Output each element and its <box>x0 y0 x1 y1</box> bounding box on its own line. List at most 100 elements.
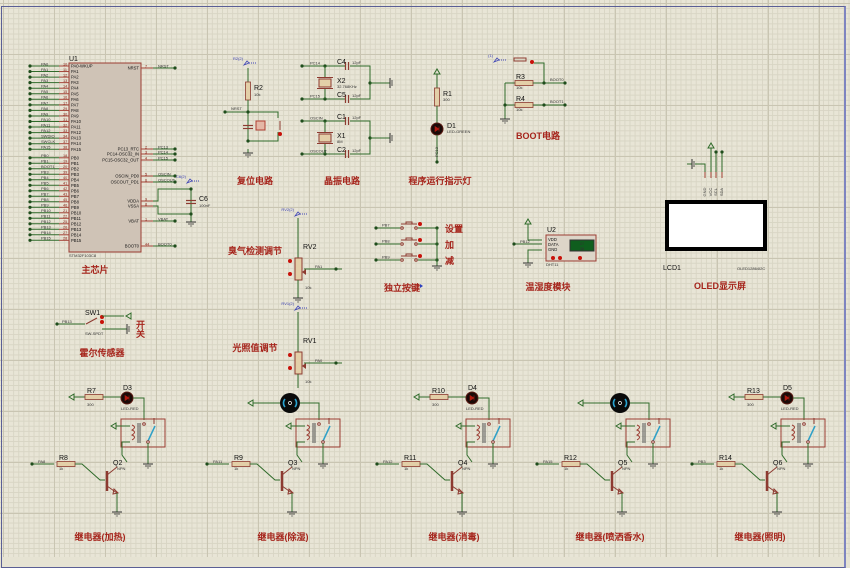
ground-icon <box>385 78 393 88</box>
pin-number: 44 <box>145 242 149 246</box>
switch-contact <box>414 258 418 262</box>
dht-part: DHT11 <box>546 262 559 267</box>
resistor-body[interactable] <box>84 394 104 400</box>
junction-dot <box>173 174 177 178</box>
junction-dot <box>28 167 32 171</box>
wire <box>296 441 305 463</box>
wire <box>466 441 475 463</box>
junction-dot <box>28 81 32 85</box>
cap-ref: C6 <box>199 196 208 203</box>
resistor-body[interactable] <box>429 394 449 400</box>
key-button[interactable] <box>401 221 417 225</box>
relay-body[interactable] <box>295 418 341 448</box>
relay-coil <box>475 424 480 441</box>
fan-motor-icon[interactable] <box>280 393 300 413</box>
relay-body[interactable] <box>465 418 511 448</box>
wiper-arrow <box>302 269 306 275</box>
wire <box>527 249 542 259</box>
oled-screen[interactable] <box>665 200 767 251</box>
crystal-body[interactable] <box>318 133 332 143</box>
pin-number: 43 <box>63 193 67 197</box>
relay-contact <box>146 440 150 444</box>
junction-dot <box>28 178 32 182</box>
reset-button[interactable] <box>255 120 266 131</box>
junction-dot <box>173 147 177 151</box>
probe-icon[interactable] <box>492 57 500 63</box>
wire <box>350 83 371 100</box>
relay-body[interactable] <box>780 418 826 448</box>
switch-side-label: 开关 <box>135 320 145 339</box>
junction-dot <box>28 103 32 107</box>
net-label: PB9 <box>382 255 390 260</box>
transistor-value: NPN <box>777 466 786 471</box>
junction-dot <box>375 462 379 466</box>
pin-number: 12 <box>63 74 67 78</box>
fan-motor-icon[interactable] <box>610 393 630 413</box>
pin-name: PB11 <box>71 216 82 221</box>
probe-icon[interactable] <box>293 211 301 217</box>
pin-number: 18 <box>63 154 67 158</box>
pin-number: 31 <box>63 118 67 122</box>
key-button[interactable] <box>401 253 417 257</box>
transistor-value: NPN <box>117 466 126 471</box>
switch-contact <box>400 242 404 246</box>
switch-contact <box>400 226 404 230</box>
probe-icon[interactable] <box>293 305 301 311</box>
relay-contact <box>651 440 655 444</box>
relay-body[interactable] <box>625 418 671 448</box>
mcu-body[interactable] <box>68 62 142 253</box>
wire <box>527 224 542 241</box>
crystal-body[interactable] <box>318 78 332 88</box>
wire <box>630 402 650 420</box>
wire <box>350 65 371 83</box>
ground-icon <box>772 508 782 517</box>
junction-dot <box>28 108 32 112</box>
probe-icon[interactable] <box>242 60 250 66</box>
potentiometer-body[interactable] <box>294 257 303 281</box>
potentiometer-body[interactable] <box>294 351 303 375</box>
boot-switch[interactable] <box>513 57 527 62</box>
resistor-ref: R9 <box>234 455 243 462</box>
pin-name: PB8 <box>71 199 80 204</box>
ground-icon <box>243 149 253 158</box>
cap-value: 12pF <box>352 115 362 120</box>
net-label: PB0 <box>41 153 49 158</box>
key-button[interactable] <box>401 237 417 241</box>
net-label: PB3 <box>41 170 49 175</box>
probe-icon[interactable] <box>185 178 193 184</box>
net-label: BOOT1 <box>550 99 564 104</box>
junction-dot <box>28 222 32 226</box>
resistor-body[interactable] <box>245 81 251 101</box>
pin-name: PB0 <box>71 155 80 160</box>
junction-dot <box>535 462 539 466</box>
junction-dot <box>28 64 32 68</box>
resistor-body[interactable] <box>744 394 764 400</box>
power-arrow-icon <box>728 393 735 401</box>
ground-icon <box>648 460 658 469</box>
resistor-body[interactable] <box>434 87 440 107</box>
pin-number: 45 <box>63 198 67 202</box>
relay-body[interactable] <box>120 418 166 448</box>
junction-dot <box>28 238 32 242</box>
spdt-lever[interactable] <box>85 317 98 325</box>
pin-state-indicator <box>278 132 282 136</box>
junction-dot <box>173 66 177 70</box>
